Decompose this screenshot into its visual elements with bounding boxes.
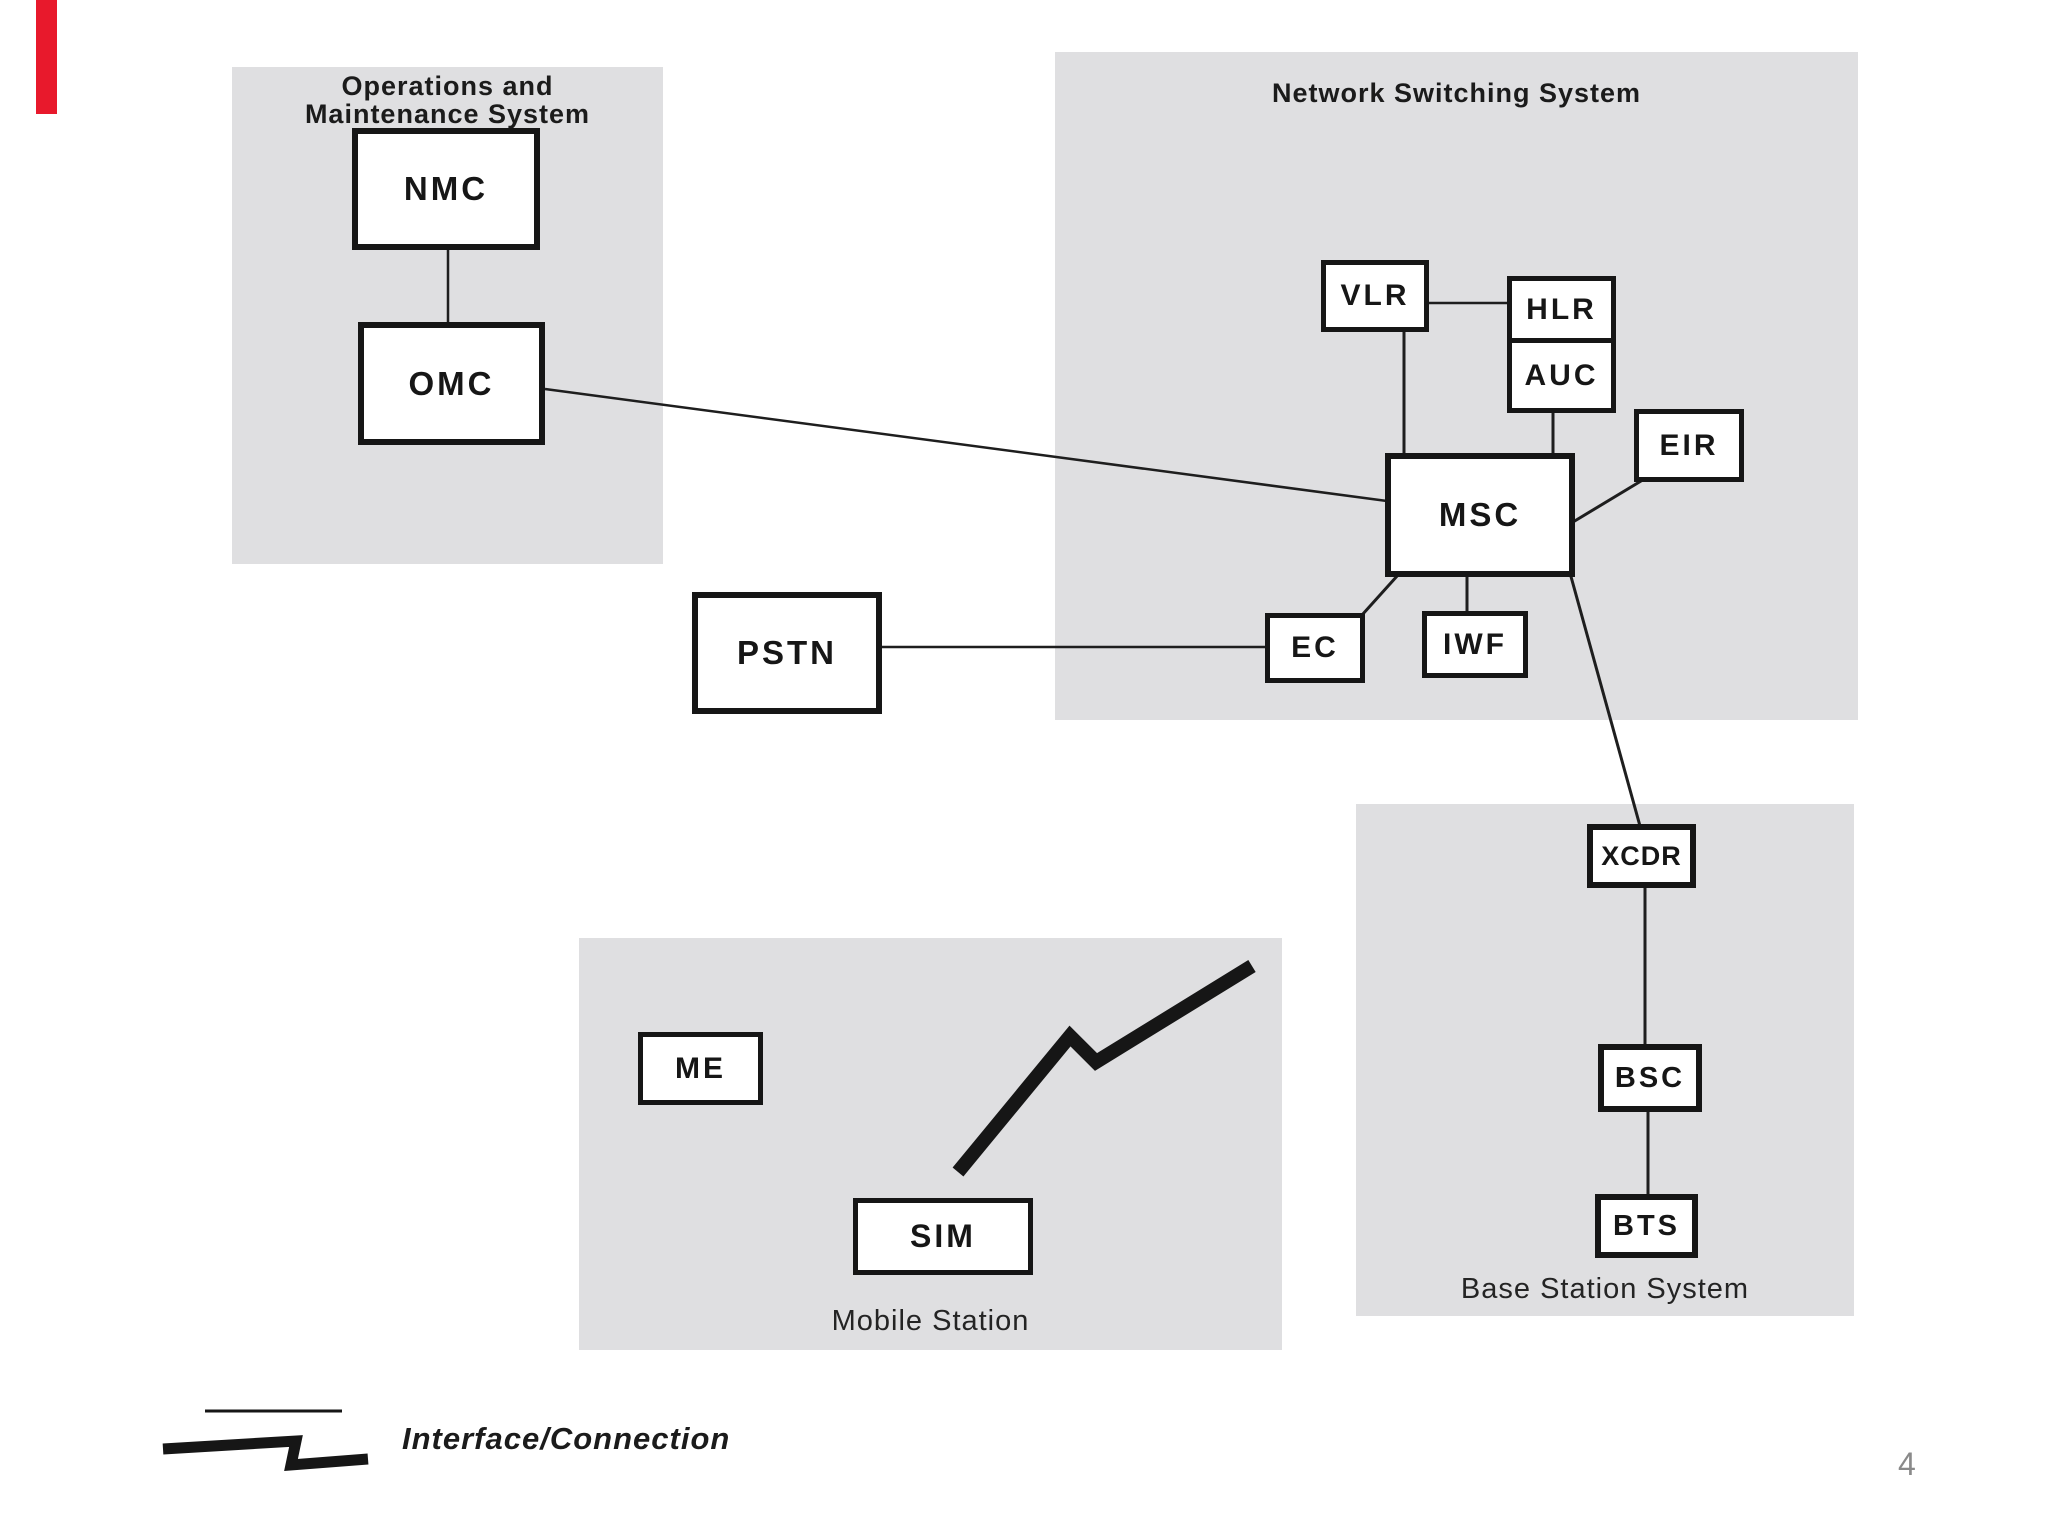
- legend-bolt-icon: [162, 1435, 369, 1472]
- legend-label: Interface/Connection: [402, 1421, 731, 1456]
- node-ec: EC: [1265, 613, 1365, 683]
- panel-oms-title: Operations and Maintenance System: [232, 72, 663, 128]
- node-eir: EIR: [1634, 409, 1744, 482]
- node-omc: OMC: [358, 322, 545, 445]
- panel-oms-title-line1: Operations and: [341, 71, 554, 101]
- node-nmc: NMC: [352, 128, 540, 250]
- node-sim: SIM: [853, 1198, 1033, 1275]
- node-me: ME: [638, 1032, 763, 1105]
- node-bts: BTS: [1595, 1194, 1698, 1258]
- red-accent-bar: [36, 0, 57, 114]
- node-hlr: HLR: [1507, 276, 1616, 343]
- panel-mobile-station: Mobile Station: [579, 938, 1282, 1350]
- node-pstn: PSTN: [692, 592, 882, 714]
- page-number: 4: [1898, 1446, 1916, 1482]
- node-xcdr: XCDR: [1587, 824, 1696, 888]
- node-iwf: IWF: [1422, 611, 1528, 678]
- panel-ms-label: Mobile Station: [831, 1305, 1030, 1337]
- node-msc: MSC: [1385, 453, 1575, 577]
- panel-network-switching-system: Network Switching System: [1055, 52, 1858, 720]
- panel-nss-title: Network Switching System: [1271, 78, 1642, 108]
- node-vlr: VLR: [1321, 260, 1429, 332]
- node-auc: AUC: [1507, 338, 1616, 413]
- node-bsc: BSC: [1598, 1044, 1702, 1112]
- panel-bss-label: Base Station System: [1460, 1273, 1750, 1305]
- panel-oms-title-line2: Maintenance System: [304, 99, 591, 130]
